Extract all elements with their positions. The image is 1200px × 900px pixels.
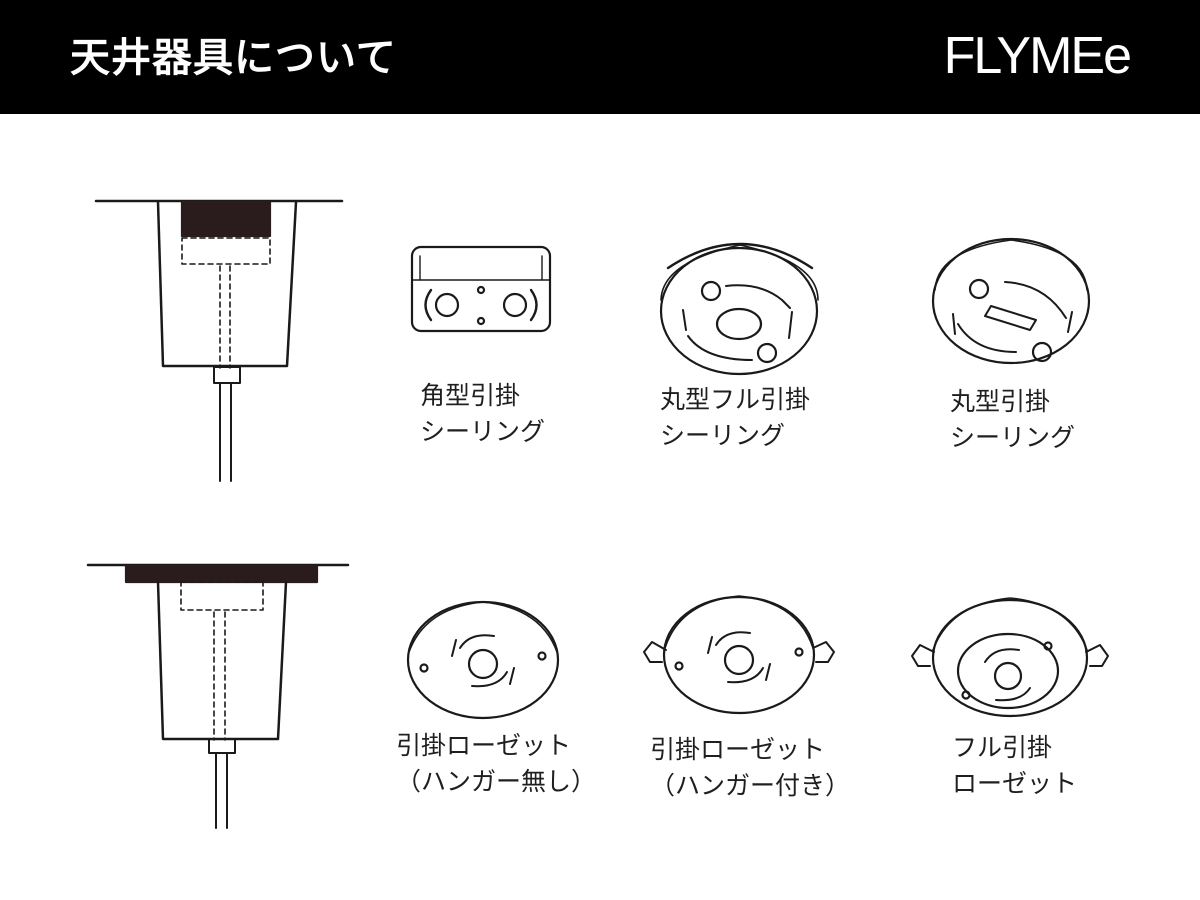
round-hook-ceiling-icon: [931, 237, 1091, 365]
fixture-label-full-hook-rosette: フル引掛 ローゼット: [952, 733, 1078, 798]
round-full-hook-ceiling-icon: [659, 242, 819, 376]
fixture-label-round-full-hook-ceiling: 丸型フル引掛 シーリング: [660, 385, 811, 450]
brand-logo: FLYMEe: [943, 27, 1132, 85]
hook-rosette-with-hanger-icon: [643, 595, 835, 715]
fixture-label-square-hook-ceiling: 角型引掛 シーリング: [420, 381, 546, 446]
square-hook-ceiling-icon: [410, 245, 552, 333]
header-bar: 天井器具について FLYMEe: [0, 0, 1200, 114]
ceiling-section-diagram-bottom: [86, 563, 350, 829]
fixture-label-round-hook-ceiling: 丸型引掛 シーリング: [950, 387, 1076, 452]
page-title: 天井器具について: [70, 35, 397, 81]
fixture-label-hook-rosette-with-hanger: 引掛ローゼット （ハンガー付き）: [650, 735, 851, 800]
full-hook-rosette-icon: [911, 597, 1109, 718]
fixture-diagram: [86, 199, 1109, 829]
ceiling-section-diagram-top: [94, 199, 344, 482]
hook-rosette-no-hanger-icon: [406, 600, 560, 720]
fixture-label-hook-rosette-no-hanger: 引掛ローゼット （ハンガー無し）: [396, 731, 597, 796]
